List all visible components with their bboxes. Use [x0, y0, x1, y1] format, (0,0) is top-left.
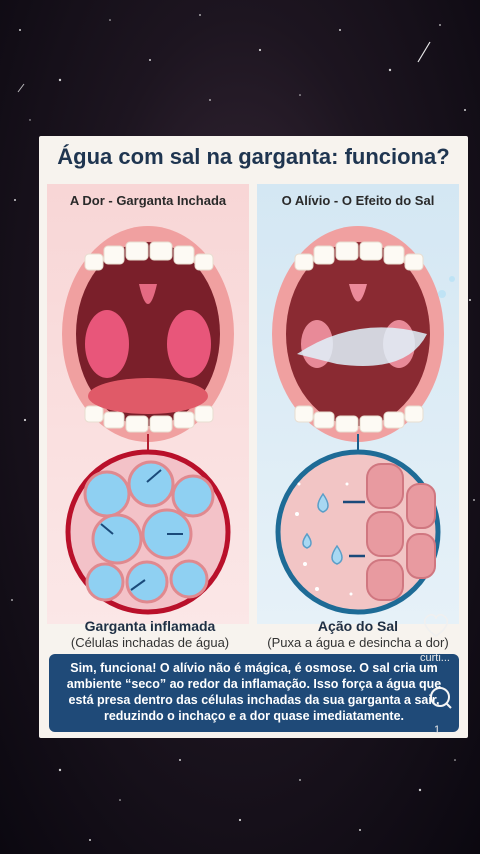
salt-relief-panel: O Alívio - O Efeito do Sal — [257, 184, 459, 624]
infographic-title: Água com sal na garganta: funciona? — [57, 144, 450, 169]
comment-button[interactable] — [428, 685, 454, 711]
left-panel-label: A Dor - Garganta Inchada — [69, 193, 227, 208]
arrow-icon — [343, 500, 365, 558]
right-caption-sub: (Puxa a água e desincha a dor) — [267, 635, 449, 650]
like-label: curti... — [420, 652, 450, 664]
left-caption-title: Garganta inflamada — [84, 618, 216, 634]
right-caption-title: Ação do Sal — [317, 618, 399, 634]
inflamed-throat-panel: A Dor - Garganta Inchada — [47, 184, 249, 624]
right-panel-label: O Alívio - O Efeito do Sal — [281, 193, 435, 208]
inflamed-throat-illustration — [62, 226, 234, 615]
left-caption-sub: (Células inchadas de água) — [70, 635, 230, 650]
arrow-icon — [100, 469, 183, 591]
infographic-card: Água com sal na garganta: funciona? A Do… — [39, 136, 468, 738]
explanation-box: Sim, funciona! O alívio não é mágica, é … — [49, 654, 459, 732]
right-caption: Ação do Sal (Puxa a água e desincha a do… — [251, 618, 465, 650]
comment-icon — [430, 687, 452, 709]
comment-count: 1 — [434, 724, 441, 736]
heart-icon — [423, 613, 449, 637]
water-splash — [297, 327, 427, 366]
left-caption: Garganta inflamada (Células inchadas de … — [43, 618, 257, 650]
like-button[interactable] — [420, 610, 452, 638]
salt-relief-illustration — [272, 226, 455, 615]
